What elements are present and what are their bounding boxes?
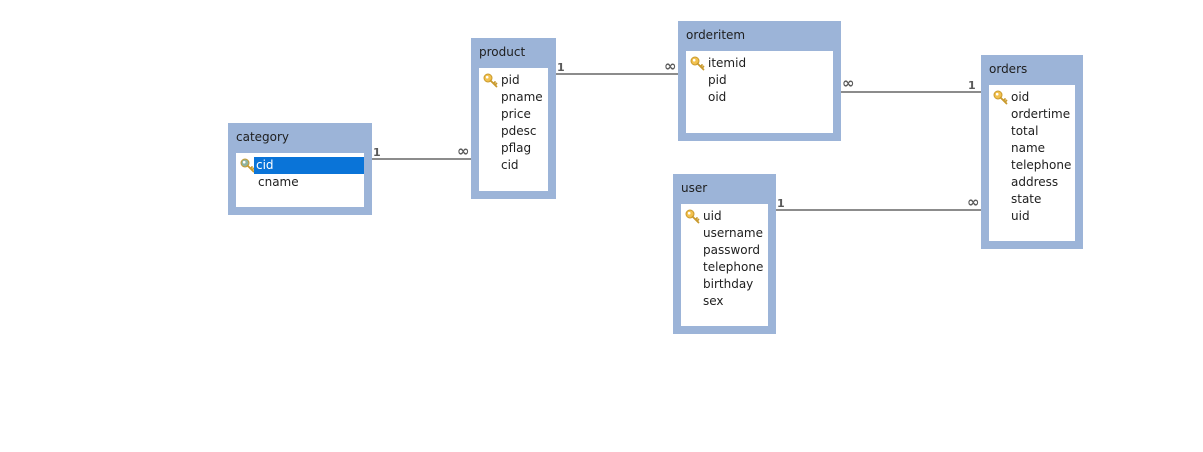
field-name: total — [1011, 124, 1039, 138]
field-name: password — [703, 243, 760, 257]
table-user[interactable]: user uid username password telephone birthday… — [673, 174, 776, 334]
cardinality-label: ∞ — [664, 57, 677, 75]
table-product[interactable]: product pid pname price pdesc pflag cid — [471, 38, 556, 199]
field-orders-state[interactable]: state — [989, 191, 1075, 208]
cardinality-label: 1 — [968, 79, 976, 92]
field-orders-oid[interactable]: oid — [989, 89, 1075, 106]
field-product-pid[interactable]: pid — [479, 72, 548, 89]
field-category-cid[interactable]: cid — [236, 157, 364, 174]
table-fields: uid username password telephone birthday sex — [681, 204, 768, 326]
field-name: itemid — [708, 56, 747, 70]
field-name: username — [703, 226, 763, 240]
cardinality-label: 1 — [777, 197, 785, 210]
field-name: pdesc — [501, 124, 537, 138]
primary-key-icon — [240, 158, 255, 173]
field-orderitem-pid[interactable]: pid — [686, 72, 833, 89]
primary-key-icon — [690, 56, 705, 71]
field-user-username[interactable]: username — [681, 225, 768, 242]
cardinality-label: ∞ — [967, 193, 980, 211]
field-name: pflag — [501, 141, 532, 155]
field-name: pid — [501, 73, 520, 87]
field-product-pname[interactable]: pname — [479, 89, 548, 106]
primary-key-icon — [483, 73, 498, 88]
field-orders-name[interactable]: name — [989, 140, 1075, 157]
cardinality-label: 1 — [557, 61, 565, 74]
field-orderitem-itemid[interactable]: itemid — [686, 55, 833, 72]
field-name: state — [1011, 192, 1042, 206]
field-orders-total[interactable]: total — [989, 123, 1075, 140]
field-name: pid — [708, 73, 727, 87]
field-name: cname — [258, 175, 299, 189]
field-name: cid — [501, 158, 519, 172]
table-fields: itemid pid oid — [686, 51, 833, 133]
field-product-pdesc[interactable]: pdesc — [479, 123, 548, 140]
field-orders-uid[interactable]: uid — [989, 208, 1075, 225]
field-name: pname — [501, 90, 543, 104]
field-name: uid — [1011, 209, 1030, 223]
field-name: sex — [703, 294, 724, 308]
cardinality-label: 1 — [373, 146, 381, 159]
table-orders[interactable]: orders oid ordertime total name telephone addr… — [981, 55, 1083, 249]
table-title: user — [681, 181, 708, 195]
field-name: birthday — [703, 277, 754, 291]
field-name: ordertime — [1011, 107, 1071, 121]
field-user-uid[interactable]: uid — [681, 208, 768, 225]
table-fields: oid ordertime total name telephone address sta… — [989, 85, 1075, 241]
field-name: telephone — [1011, 158, 1072, 172]
field-name: cid — [254, 157, 364, 174]
field-category-cname[interactable]: cname — [236, 174, 364, 191]
cardinality-label: ∞ — [457, 142, 470, 160]
field-name: telephone — [703, 260, 764, 274]
table-title: product — [479, 45, 526, 59]
table-title: orders — [989, 62, 1028, 76]
cardinality-label: ∞ — [842, 74, 855, 92]
field-orders-telephone[interactable]: telephone — [989, 157, 1075, 174]
field-user-password[interactable]: password — [681, 242, 768, 259]
field-name: oid — [1011, 90, 1030, 104]
table-orderitem[interactable]: orderitem itemid pid oid — [678, 21, 841, 141]
field-user-birthday[interactable]: birthday — [681, 276, 768, 293]
primary-key-icon — [993, 90, 1008, 105]
field-product-pflag[interactable]: pflag — [479, 140, 548, 157]
field-orders-ordertime[interactable]: ordertime — [989, 106, 1075, 123]
field-name: oid — [708, 90, 727, 104]
primary-key-icon — [685, 209, 700, 224]
field-product-price[interactable]: price — [479, 106, 548, 123]
table-fields: pid pname price pdesc pflag cid — [479, 68, 548, 191]
field-name: name — [1011, 141, 1046, 155]
field-name: price — [501, 107, 531, 121]
field-name: address — [1011, 175, 1059, 189]
field-product-cid[interactable]: cid — [479, 157, 548, 174]
field-name: uid — [703, 209, 722, 223]
field-orders-address[interactable]: address — [989, 174, 1075, 191]
table-title: category — [236, 130, 290, 144]
field-user-sex[interactable]: sex — [681, 293, 768, 310]
field-user-telephone[interactable]: telephone — [681, 259, 768, 276]
field-orderitem-oid[interactable]: oid — [686, 89, 833, 106]
table-title: orderitem — [686, 28, 746, 42]
